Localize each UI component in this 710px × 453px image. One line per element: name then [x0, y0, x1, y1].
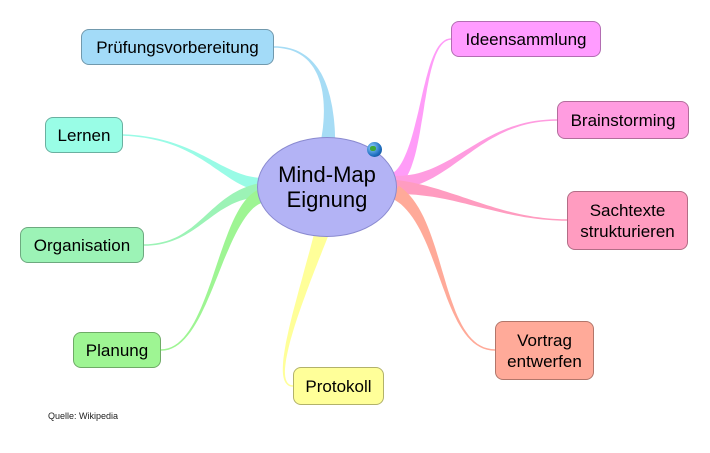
branch-lernen: [123, 134, 263, 193]
topic-lernen[interactable]: Lernen: [45, 117, 123, 153]
topic-brainstorming[interactable]: Brainstorming: [557, 101, 689, 139]
topic-label: Prüfungsvorbereitung: [96, 37, 259, 57]
topic-organisation[interactable]: Organisation: [20, 227, 144, 263]
branch-ideensammlung: [390, 38, 452, 186]
topic-label: Protokoll: [305, 376, 372, 396]
topic-planung[interactable]: Planung: [73, 332, 161, 368]
branch-vortrag: [391, 185, 495, 351]
topic-protokoll[interactable]: Protokoll: [293, 367, 384, 405]
central-topic-line1: Mind-Map: [278, 162, 376, 187]
topic-label: Brainstorming: [570, 110, 676, 130]
source-note: Quelle: Wikipedia: [48, 411, 119, 421]
topic-sachtexte-strukturieren[interactable]: Sachtexte strukturieren: [567, 191, 688, 250]
topic-pruefungsvorbereitung[interactable]: Prüfungsvorbereitung: [81, 29, 274, 65]
topic-label: Planung: [85, 340, 149, 360]
branch-brainstorming: [394, 119, 557, 191]
topic-label: Organisation: [33, 235, 131, 255]
topic-vortrag-entwerfen[interactable]: Vortrag entwerfen: [495, 321, 594, 380]
branch-protokoll: [282, 229, 329, 387]
topic-label: Sachtexte strukturieren: [580, 200, 675, 241]
branch-sachtexte: [394, 179, 567, 221]
central-topic-line2: Eignung: [286, 187, 368, 212]
branch-planung: [161, 188, 266, 351]
branch-pruefungsvorbereitung: [274, 46, 336, 143]
topic-ideensammlung[interactable]: Ideensammlung: [451, 21, 601, 57]
branch-organisation: [144, 182, 263, 246]
topic-label: Lernen: [57, 125, 111, 145]
topic-label: Ideensammlung: [465, 29, 587, 49]
topic-label: Vortrag entwerfen: [507, 330, 582, 371]
globe-icon[interactable]: [367, 142, 382, 157]
